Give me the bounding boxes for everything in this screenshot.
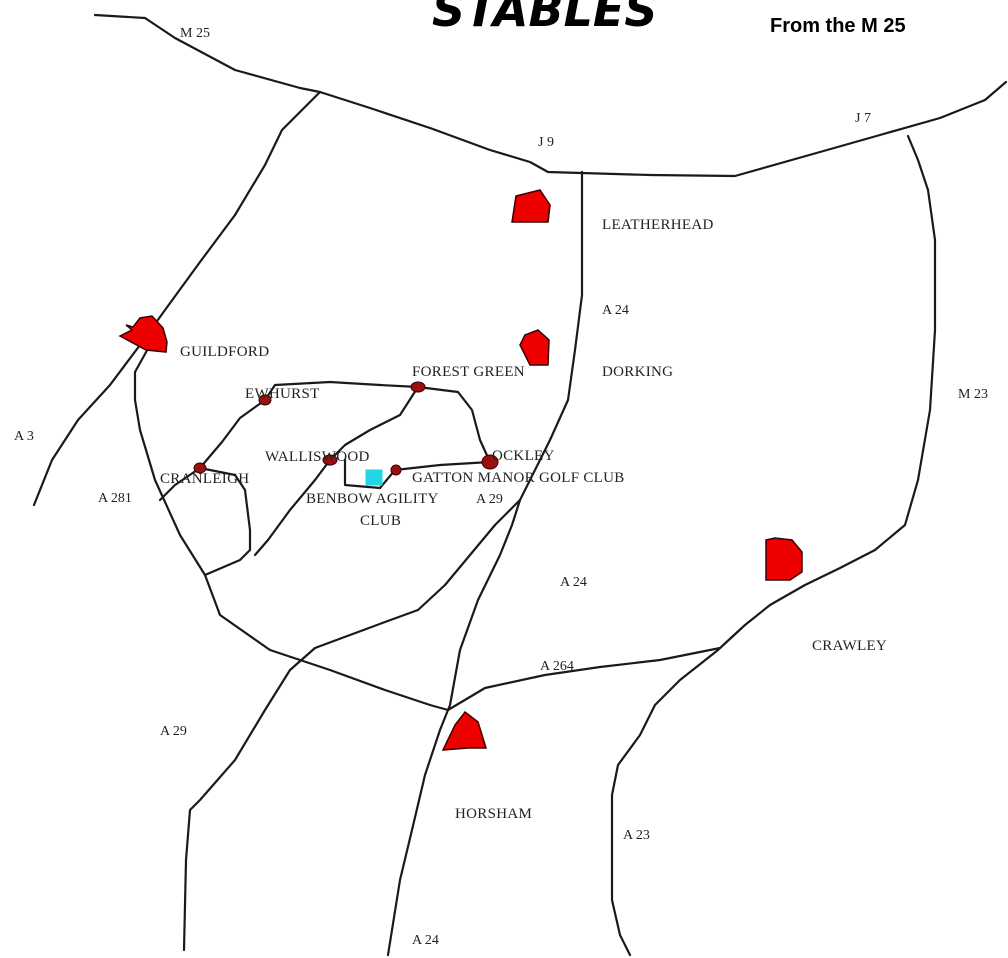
label-crawley: CRAWLEY bbox=[812, 638, 887, 654]
road-ockley-gatton bbox=[393, 460, 492, 472]
cranleigh-village-dot-icon bbox=[193, 462, 207, 474]
label-road-a24-south: A 24 bbox=[412, 933, 439, 948]
road-m25 bbox=[93, 13, 1008, 178]
map-title: STABLES bbox=[432, 0, 657, 37]
label-road-a3: A 3 bbox=[14, 429, 34, 444]
forest-green-village-dot-icon bbox=[410, 381, 426, 393]
leatherhead-town-icon bbox=[511, 189, 551, 223]
label-cranleigh: CRANLEIGH bbox=[160, 471, 249, 487]
map-subtitle: From the M 25 bbox=[770, 15, 906, 37]
label-road-m25: M 25 bbox=[180, 26, 210, 41]
label-benbow-line2: CLUB bbox=[360, 513, 401, 529]
label-forest-green: FOREST GREEN bbox=[412, 364, 525, 380]
road-network bbox=[32, 13, 1008, 957]
ewhurst-village-dot-icon bbox=[258, 394, 272, 406]
label-road-m23: M 23 bbox=[958, 387, 988, 402]
label-road-a24-north: A 24 bbox=[602, 303, 629, 318]
road-a23 bbox=[610, 623, 747, 957]
road-a3 bbox=[32, 90, 322, 507]
road-a29 bbox=[182, 498, 522, 952]
ockley-village-dot-icon bbox=[481, 454, 499, 470]
label-road-a24-mid: A 24 bbox=[560, 575, 587, 590]
road-a264 bbox=[446, 134, 937, 712]
road-cranleigh-loop bbox=[198, 466, 252, 577]
label-road-a281: A 281 bbox=[98, 491, 132, 506]
label-junction-9: J 9 bbox=[538, 135, 554, 150]
benbow-venue-marker-icon bbox=[365, 469, 383, 486]
label-ewhurst: EWHURST bbox=[245, 386, 320, 402]
label-walliswood: WALLISWOOD bbox=[265, 449, 370, 465]
dorking-town-icon bbox=[519, 329, 550, 366]
label-guildford: GUILDFORD bbox=[180, 344, 269, 360]
towns bbox=[118, 189, 803, 751]
label-dorking: DORKING bbox=[602, 364, 673, 380]
label-road-a29-inner: A 29 bbox=[476, 492, 503, 507]
label-horsham: HORSHAM bbox=[455, 806, 532, 822]
road-a24 bbox=[386, 170, 584, 957]
horsham-town-icon bbox=[441, 710, 488, 751]
road-venue-access bbox=[343, 458, 397, 490]
label-road-a264: A 264 bbox=[540, 659, 574, 674]
villages bbox=[193, 381, 499, 476]
gatton-manor-village-dot-icon bbox=[390, 464, 402, 476]
place-labels: LEATHERHEAD GUILDFORD DORKING FOREST GRE… bbox=[160, 217, 887, 822]
label-benbow-line1: BENBOW AGILITY bbox=[306, 491, 439, 507]
crawley-town-icon bbox=[765, 537, 803, 581]
road-inner-loop bbox=[158, 398, 267, 502]
label-road-a29-south: A 29 bbox=[160, 724, 187, 739]
guildford-town-icon bbox=[118, 315, 168, 353]
label-ockley: OCKLEY bbox=[492, 448, 555, 464]
label-gatton-manor: GATTON MANOR GOLF CLUB bbox=[412, 470, 625, 486]
label-road-a23: A 23 bbox=[623, 828, 650, 843]
road-labels: M 25 J 9 J 7 A 24 M 23 A 3 A 281 A 29 A … bbox=[14, 26, 988, 948]
label-leatherhead: LEATHERHEAD bbox=[602, 217, 714, 233]
walliswood-village-dot-icon bbox=[322, 454, 338, 466]
label-junction-7: J 7 bbox=[855, 111, 871, 126]
